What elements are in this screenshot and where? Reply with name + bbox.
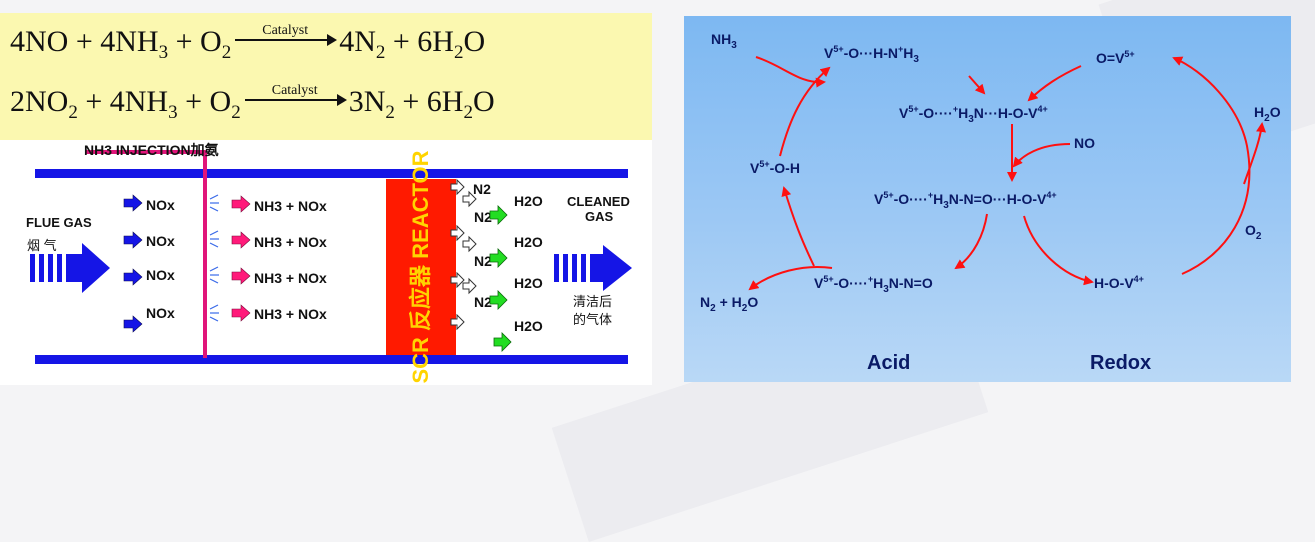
duct-bottom-wall: [35, 355, 628, 364]
mix-label: NH3 + NOx: [254, 234, 327, 250]
species-top: V5+-O···H-N+H3: [824, 44, 919, 65]
injection-pipe-vertical: [203, 150, 207, 358]
n2-label: N2: [474, 294, 492, 310]
n2-label: N2: [474, 209, 492, 225]
pink-arrow-icon: [231, 231, 251, 249]
acid-label: Acid: [867, 352, 911, 374]
h2o-product: H2O: [1254, 104, 1281, 124]
cleaned-label: GAS: [585, 209, 614, 224]
mix-label: NH3 + NOx: [254, 270, 327, 286]
species-hov: H-O-V4+: [1094, 274, 1144, 291]
flue-gas-label: FLUE GAS: [26, 215, 92, 230]
nox-label: NOx: [146, 267, 175, 283]
spray-icon: [209, 194, 219, 322]
injection-label: NH3 INJECTION加氨: [84, 142, 219, 158]
no-species: NO: [1074, 135, 1095, 151]
mix-label: NH3 + NOx: [254, 198, 327, 214]
scr-reactor: [386, 179, 456, 355]
arrow-h2o-out: [1243, 122, 1267, 185]
cleaned-cn-label: 清洁后: [573, 294, 613, 309]
h2o-label: H2O: [514, 275, 543, 291]
species-ov: O=V5+: [1096, 49, 1135, 66]
n2-label: N2: [473, 181, 491, 197]
species-mid1: V5+-O····+H3N···H-O-V4+: [899, 104, 1048, 125]
white-arrow-icon: [462, 190, 477, 208]
species-vo-h: V5+-O-H: [750, 159, 800, 176]
green-arrow-icon: [489, 290, 508, 310]
blue-arrow-icon: [123, 194, 143, 212]
white-arrow-icon: [462, 235, 477, 253]
flue-gas-cn-label: 烟 气: [27, 238, 57, 253]
pink-arrow-icon: [231, 267, 251, 285]
species-mid2: V5+-O····+H3N-N=O···H-O-V4+: [874, 190, 1057, 211]
cleaned-cn-label: 的气体: [573, 312, 613, 327]
green-arrow-icon: [489, 248, 508, 268]
catalytic-cycle-panel: NH3 V5+-O···H-N+H3 V5+-O····+H3N···H-O-V…: [684, 16, 1291, 382]
white-arrow-icon: [450, 271, 465, 289]
arrow-mid2-to-bot: [954, 213, 988, 270]
arrow-bot-to-n2h2o: [748, 266, 833, 291]
species-bottom: V5+-O····+H3N-N=O: [814, 274, 933, 295]
nox-label: NOx: [146, 305, 175, 321]
arrow-mid2-to-hov: [1023, 215, 1094, 286]
blue-arrow-icon: [123, 315, 143, 333]
green-arrow-icon: [493, 332, 512, 352]
n2-label: N2: [474, 253, 492, 269]
arrow-ov-to-mid1: [1027, 65, 1082, 102]
cleaned-gas-arrow-icon: [554, 245, 632, 291]
cycle-arrows: [748, 56, 1267, 291]
nh3-species: NH3: [711, 31, 737, 51]
arrow-nh3-in: [755, 56, 826, 88]
arrow-oh-to-top: [779, 66, 831, 157]
nox-label: NOx: [146, 197, 175, 213]
o2-reactant: O2: [1245, 222, 1262, 242]
process-arrows: [30, 178, 632, 352]
redox-label: Redox: [1090, 352, 1152, 374]
white-arrow-icon: [462, 277, 477, 295]
n2-h2o-product: N2 + H2O: [700, 294, 759, 314]
pink-arrow-icon: [231, 195, 251, 213]
pink-arrow-icon: [231, 304, 251, 322]
catalyst-arrow: Catalyst: [244, 83, 347, 111]
white-arrow-icon: [450, 178, 465, 196]
h2o-label: H2O: [514, 193, 543, 209]
arrow-hov-to-ov: [1172, 56, 1251, 275]
arrow-bot-to-oh: [781, 186, 815, 267]
white-arrow-icon: [450, 313, 465, 331]
arrow-no-in: [1012, 143, 1071, 168]
blue-arrow-icon: [123, 231, 143, 249]
cleaned-label: CLEANED: [567, 194, 630, 209]
injection-pipe-horizontal: [85, 150, 205, 154]
h2o-label: H2O: [514, 318, 543, 334]
arrow-top-to-mid1: [968, 75, 986, 95]
nox-label: NOx: [146, 233, 175, 249]
duct-top-wall: [35, 169, 628, 178]
white-arrow-icon: [450, 224, 465, 242]
catalyst-arrow: Catalyst: [235, 23, 338, 51]
blue-arrow-icon: [123, 268, 143, 286]
green-arrow-icon: [489, 205, 508, 225]
mix-label: NH3 + NOx: [254, 306, 327, 322]
flue-gas-arrow-icon: [30, 243, 110, 293]
h2o-label: H2O: [514, 234, 543, 250]
